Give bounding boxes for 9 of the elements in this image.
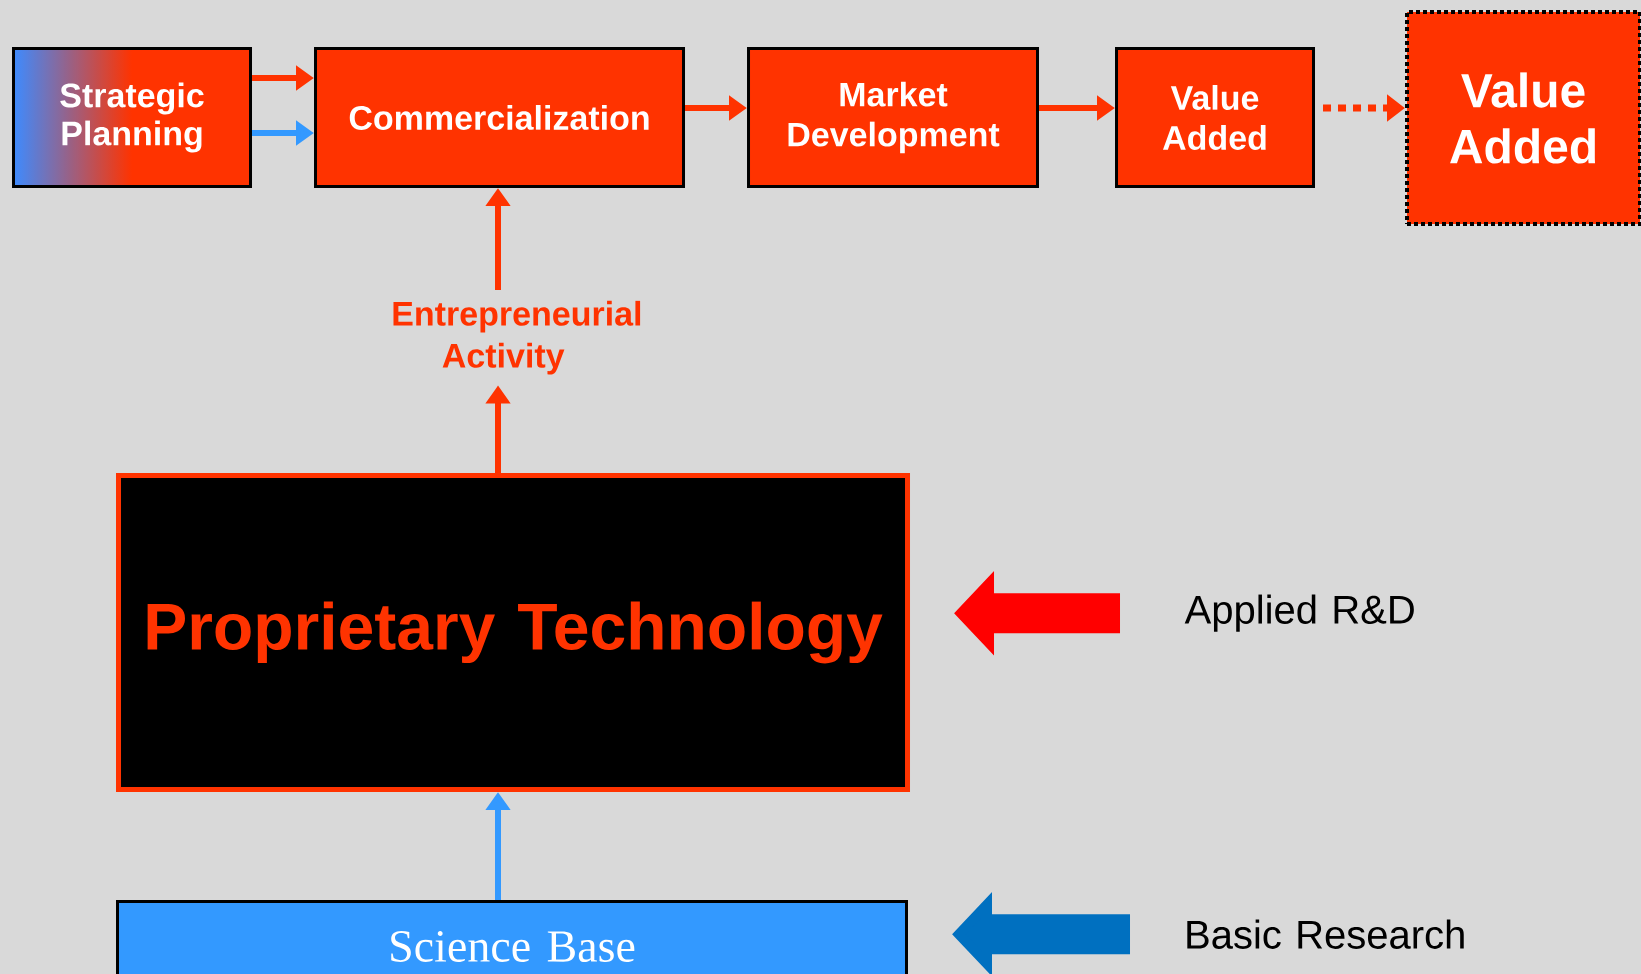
input-label: Basic Research	[1187, 919, 1464, 949]
input-label: Applied R&D	[1184, 594, 1414, 632]
process-box: Commercialization	[314, 47, 685, 188]
base-box: Science Base	[116, 900, 908, 974]
technology-box: Proprietary Technology	[116, 473, 910, 792]
process-box: Value Added	[1115, 47, 1315, 188]
process-box: Market Development	[747, 47, 1039, 188]
outcome-box: Value Added	[1405, 10, 1641, 226]
activity-label: Entrepreneurial Activity	[393, 300, 641, 375]
